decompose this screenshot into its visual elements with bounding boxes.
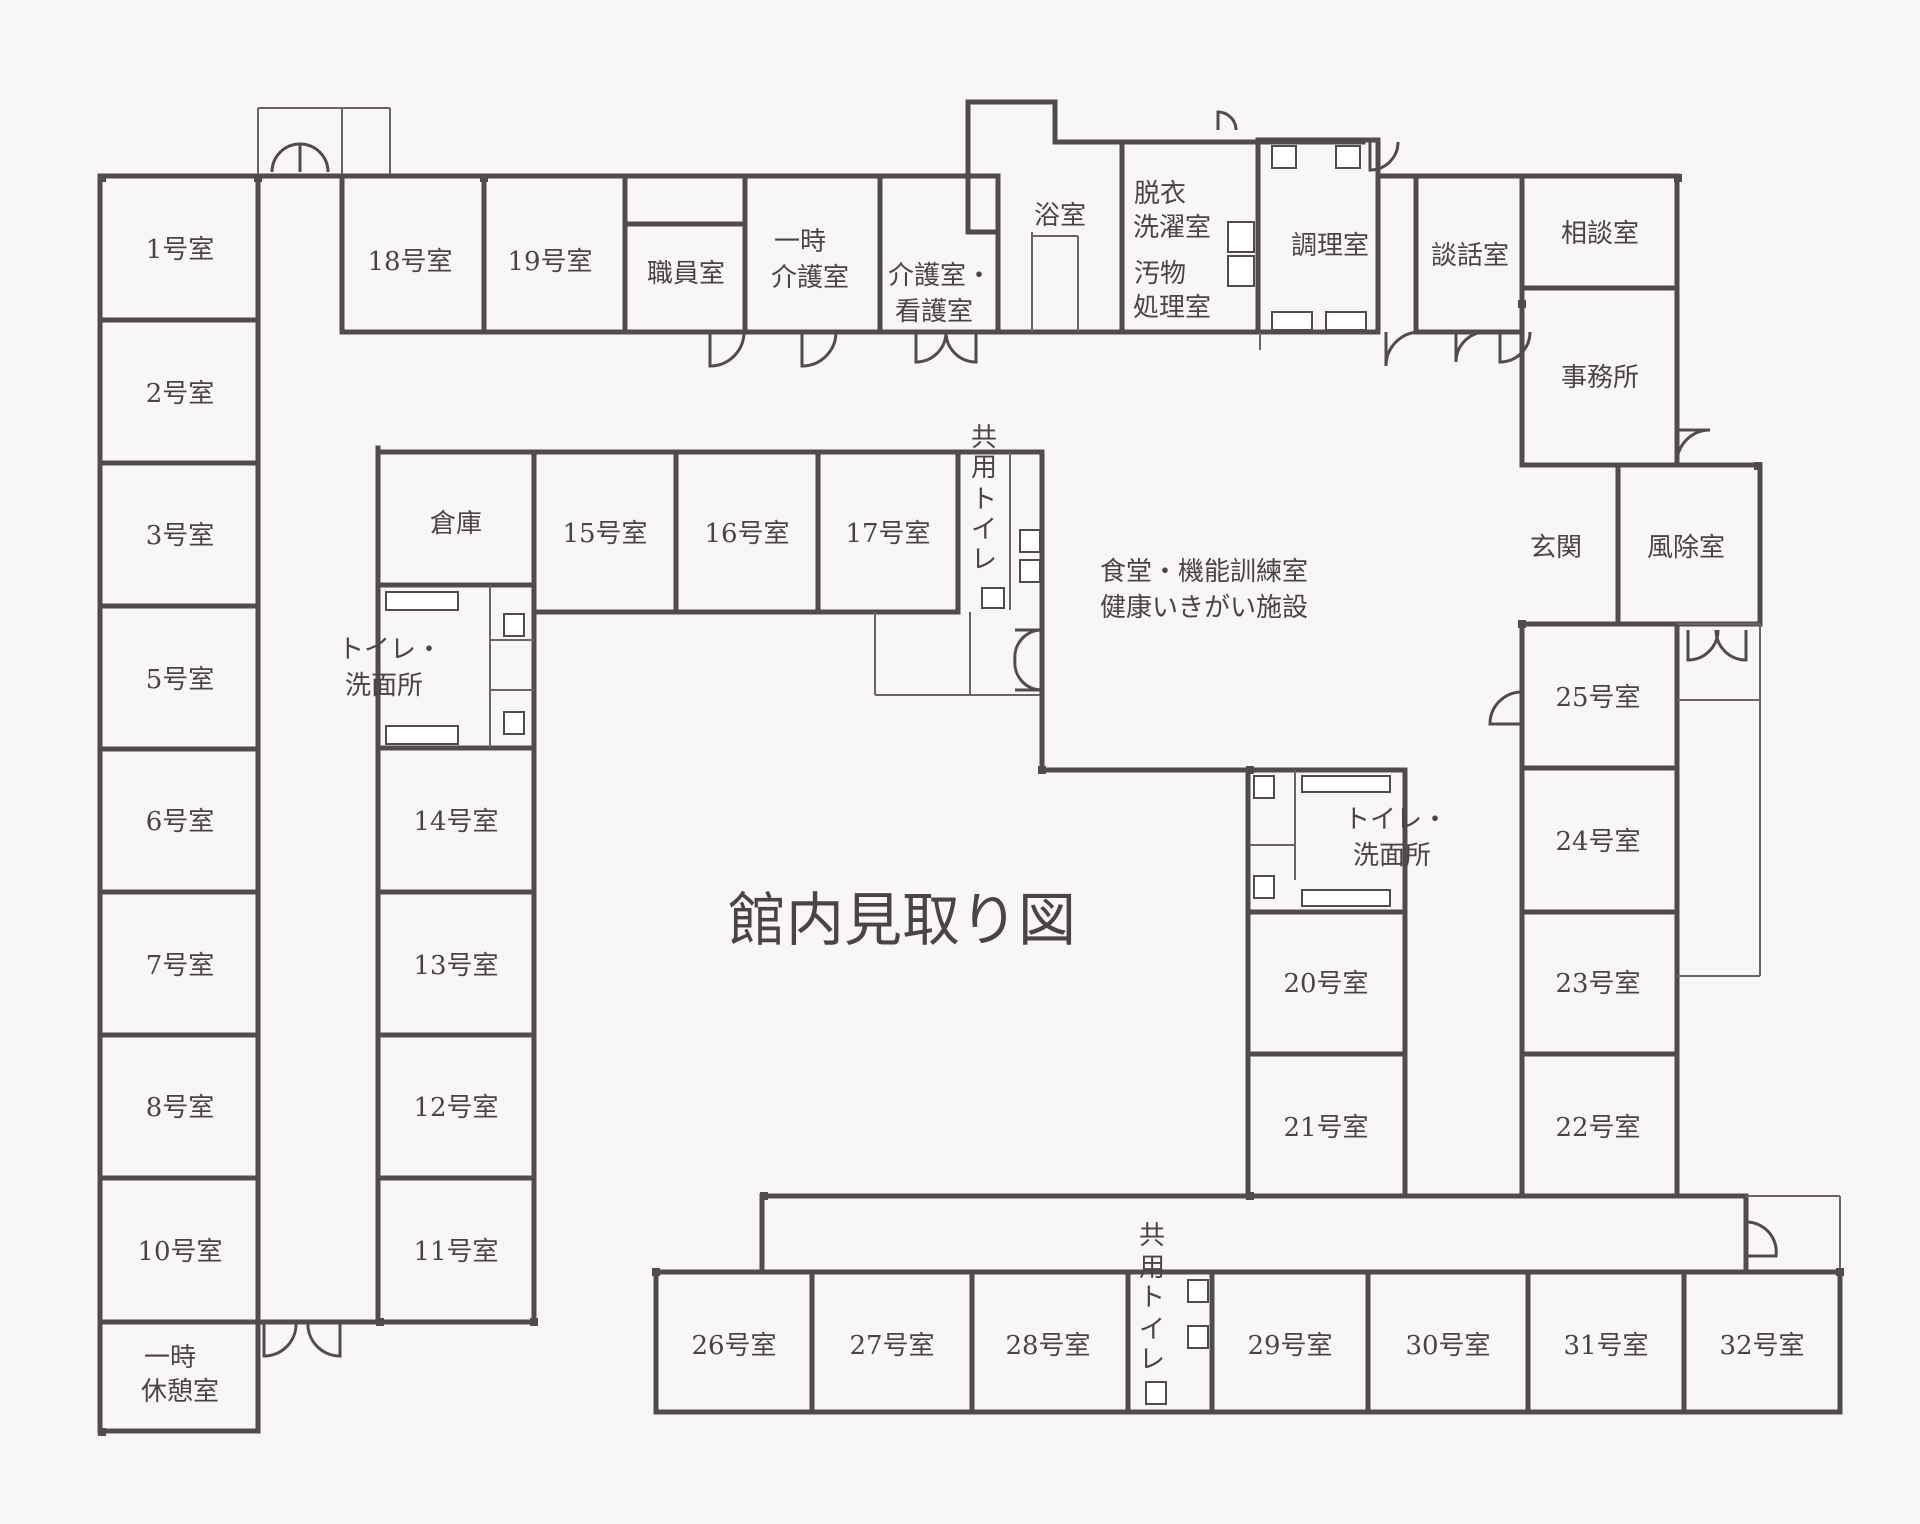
toilet-north-v0: 共 [971, 423, 997, 453]
room-10-label: 10号室 [137, 1237, 222, 1267]
doors [262, 110, 1778, 1358]
toilet-south-v2: ト [1139, 1283, 1165, 1313]
room-8-label: 8号室 [146, 1093, 215, 1123]
washroom-east-label-1: トイレ・ [1344, 805, 1448, 835]
staff-room-label: 職員室 [647, 259, 725, 289]
room-29-label: 29号室 [1247, 1331, 1332, 1361]
room-17-label: 17号室 [845, 519, 930, 549]
room-20-label: 20号室 [1283, 969, 1368, 999]
dressing-label-2: 洗濯室 [1133, 213, 1211, 243]
lounge-label: 談話室 [1431, 241, 1509, 271]
room-12-label: 12号室 [413, 1093, 498, 1123]
room-1-label: 1号室 [146, 235, 215, 265]
consult-label: 相談室 [1561, 219, 1639, 249]
toilet-north-v4: レ [971, 545, 997, 575]
room-23-label: 23号室 [1555, 969, 1640, 999]
room-25-label: 25号室 [1555, 683, 1640, 713]
room-6-label: 6号室 [146, 807, 215, 837]
room-19-label: 19号室 [507, 247, 592, 277]
washroom-west-label-1: トイレ・ [338, 635, 442, 665]
room-3-label: 3号室 [146, 521, 215, 551]
care-room-label-1: 介護室・ [888, 261, 992, 291]
care-room-label-2: 看護室 [895, 297, 973, 327]
dressing-label-1: 脱衣 [1134, 179, 1186, 209]
dining-label-1: 食堂・機能訓練室 [1100, 557, 1308, 587]
toilet-south-v3: イ [1139, 1315, 1165, 1345]
washroom-east-label-2: 洗面所 [1353, 841, 1431, 871]
room-27-label: 27号室 [849, 1331, 934, 1361]
bath-label: 浴室 [1034, 201, 1086, 231]
south-block-walls [653, 1193, 1843, 1415]
dining-label-2: 健康いきがい施設 [1100, 593, 1308, 623]
room-24-label: 24号室 [1555, 827, 1640, 857]
room-15-label: 15号室 [562, 519, 647, 549]
kitchen-label: 調理室 [1291, 231, 1369, 261]
inner-west-walls [375, 449, 1045, 1325]
room-11-label: 11号室 [413, 1237, 498, 1267]
toilet-south-v1: 用 [1139, 1253, 1165, 1283]
room-28-label: 28号室 [1005, 1331, 1090, 1361]
room-7-label: 7号室 [146, 951, 215, 981]
windbreak-label: 風除室 [1647, 533, 1725, 563]
office-label: 事務所 [1561, 363, 1639, 393]
toilet-north-v2: ト [971, 485, 997, 515]
room-22-label: 22号室 [1555, 1113, 1640, 1143]
washroom-west-label-2: 洗面所 [345, 671, 423, 701]
room-32-label: 32号室 [1719, 1331, 1804, 1361]
toilet-north-v3: イ [971, 515, 997, 545]
toilet-south-v0: 共 [1139, 1221, 1165, 1251]
toilet-north-v1: 用 [971, 453, 997, 483]
room-18-label: 18号室 [367, 247, 452, 277]
room-31-label: 31号室 [1563, 1331, 1648, 1361]
rest-room-label-2: 休憩室 [141, 1377, 219, 1407]
room-13-label: 13号室 [413, 951, 498, 981]
room-14-label: 14号室 [413, 807, 498, 837]
room-21-label: 21号室 [1283, 1113, 1368, 1143]
toilet-south-v4: レ [1139, 1345, 1165, 1375]
room-16-label: 16号室 [704, 519, 789, 549]
room-26-label: 26号室 [691, 1331, 776, 1361]
temp-care-label-1: 一時 [774, 227, 826, 257]
fixtures [385, 145, 1391, 1405]
room-5-label: 5号室 [146, 665, 215, 695]
entrance-label: 玄関 [1530, 533, 1582, 563]
temp-care-label-2: 介護室 [771, 263, 849, 293]
storage-label: 倉庫 [430, 509, 482, 539]
posts [98, 174, 1844, 1436]
room-2-label: 2号室 [146, 379, 215, 409]
page-title: 館内見取り図 [728, 886, 1076, 954]
rest-room-label-1: 一時 [144, 1343, 196, 1373]
room-30-label: 30号室 [1405, 1331, 1490, 1361]
room-labels: 1号室 2号室 3号室 5号室 6号室 7号室 8号室 10号室 一時 休憩室 … [137, 179, 1804, 1407]
waste-label-2: 処理室 [1133, 293, 1211, 323]
waste-label-1: 汚物 [1134, 259, 1186, 289]
north-block-walls [257, 99, 1763, 627]
